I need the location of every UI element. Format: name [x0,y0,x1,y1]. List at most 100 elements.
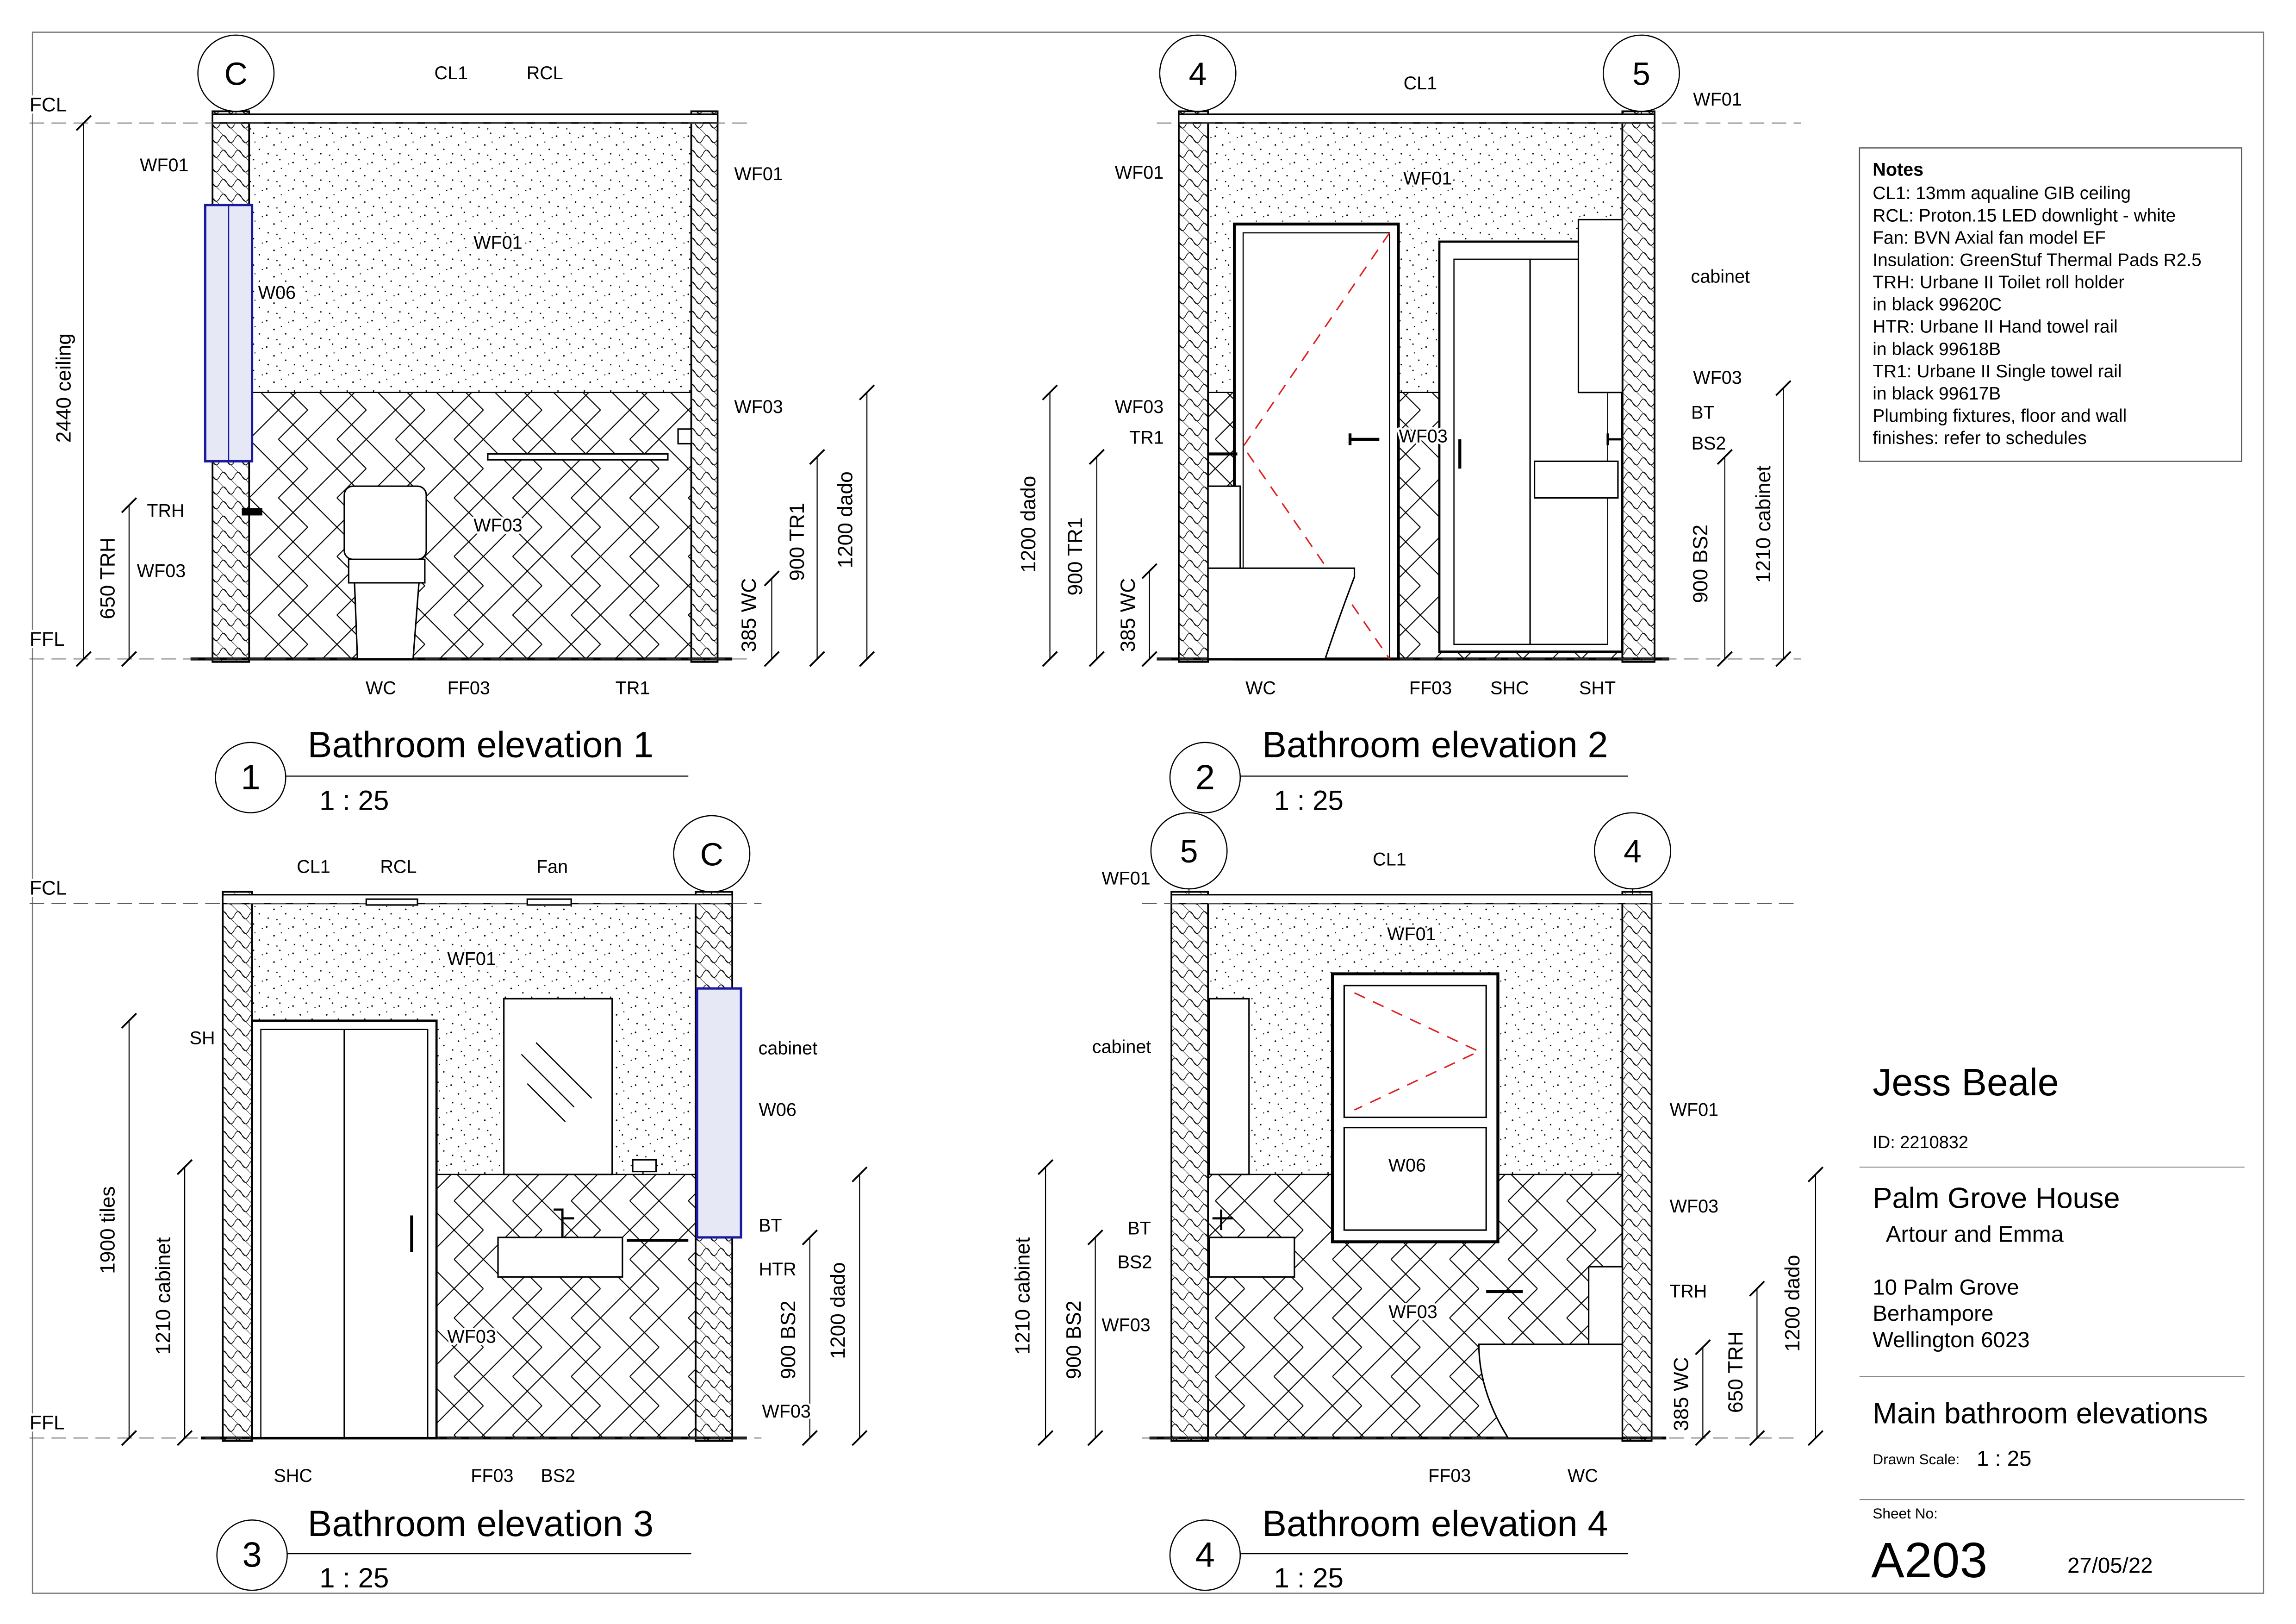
dimension-tick [859,651,875,667]
cabinet [1208,998,1250,1175]
view-number: 3 [243,1536,262,1575]
basin-tap [1212,1209,1233,1230]
annotation-label: WF01 [1387,924,1436,944]
annotation-label: cabinet [1691,266,1750,287]
view-scale: 1 : 25 [319,785,389,816]
drawn-scale: 1 : 25 [1977,1446,2032,1471]
left-wall [1170,891,1209,1442]
annotation-label: Fan [536,856,568,877]
dimension-tick [176,1159,193,1175]
dimension-tick [1141,563,1157,579]
notes-line: TRH: Urbane II Toilet roll holder [1873,273,2124,293]
dimension-tick [1807,1430,1824,1446]
annotation-label: BS2 [541,1466,575,1486]
annotation-label: WF01 [473,233,522,253]
dimension-tick [852,1430,868,1446]
annotation-label: W06 [258,282,296,303]
grid-marker-label: 4 [1624,833,1642,869]
dimension-tick [1717,449,1733,465]
right-wall [1621,891,1653,1442]
grid-marker [1602,34,1680,112]
annotation-label: TRH [147,501,184,521]
view-title: Bathroom elevation 1 [308,724,653,765]
annotation-label: cabinet [1092,1037,1151,1057]
view-number-circle [215,742,286,813]
notes-line: RCL: Proton.15 LED downlight - white [1873,206,2176,225]
toilet-bowl [1478,1343,1623,1439]
notes-line: Insulation: GreenStuf Thermal Pads R2.5 [1873,250,2202,270]
dimension-tick [1695,1339,1711,1355]
dimension-tick [1087,1430,1103,1446]
annotation-label: SHC [274,1466,312,1486]
title-block: Jess Beale ID: 2210832 Palm Grove House … [1859,1062,2245,1588]
dimension-text: 900 TR1 [786,503,809,581]
annotation-label: WF03 [1115,397,1164,417]
cabinet [1577,219,1623,394]
toilet-roll-holder [242,508,262,516]
view-number: 2 [1195,758,1215,797]
dimension-text: 900 BS2 [777,1300,800,1379]
annotation-label: BT [1127,1218,1151,1239]
annotation-label: BS2 [1118,1252,1152,1272]
dimension-tick [1089,651,1105,667]
dimension-tick [1775,380,1792,396]
window-w06 [1331,972,1500,1243]
author-name: Jess Beale [1873,1062,2059,1104]
dimension-text: 1200 dado [1017,476,1040,573]
dimension-tick [1042,384,1058,400]
dimension-tick [121,1430,137,1446]
basin [497,1237,623,1278]
ffl-label: FFL [30,1412,65,1434]
grid-marker-label: 4 [1189,56,1207,92]
annotation-label: SH [190,1028,215,1048]
window-swing [1354,992,1481,1111]
annotation-label: WC [1568,1466,1598,1486]
dimension-tick [121,651,137,667]
annotation-label: WF01 [140,155,188,175]
dimension-tick [809,449,825,465]
toilet-bowl [348,558,426,660]
outlet [632,1159,657,1173]
basin-tap [1606,433,1623,445]
annotation-label: WF01 [734,164,783,184]
fan [526,898,572,906]
dimension-text: 1200 dado [1781,1255,1804,1352]
annotation-label: WF03 [1670,1196,1718,1217]
grid-marker-label: 5 [1180,833,1198,869]
annotation-label: SHC [1490,678,1529,698]
dimension-text: 1210 cabinet [1011,1237,1034,1355]
annotation-label: W06 [759,1099,796,1120]
view-title: Bathroom elevation 2 [1262,724,1608,765]
notes-line: Plumbing fixtures, floor and wall [1873,406,2127,426]
grid-marker [1150,812,1228,890]
dimension-tick [1749,1430,1765,1446]
ceiling-cl1 [212,113,719,124]
annotation-label: WF03 [762,1401,810,1422]
grid-marker-label: C [700,836,723,872]
basin [1208,1237,1295,1278]
tile-finish-wf03 [249,392,692,660]
left-wall [1178,110,1209,663]
annotation-label: FF03 [1409,678,1452,698]
dimension-text: 650 TRH [96,537,119,619]
notes-line: in black 99617B [1873,384,2001,404]
grid-marker-label: C [224,56,248,92]
dimension-text: 1900 tiles [96,1186,119,1274]
notes-line: in black 99620C [1873,295,2002,315]
grid-marker [1159,34,1237,112]
annotation-label: WF01 [1101,868,1150,889]
mirror-cabinet [503,998,613,1175]
outlet [677,428,692,445]
dimension-tick [1807,1166,1824,1183]
fcl-label: FCL [30,94,67,116]
door-handle [1348,433,1380,445]
client-names: Artour and Emma [1886,1222,2064,1247]
window-w06 [696,987,742,1239]
notes-line: HTR: Urbane II Hand towel rail [1873,317,2118,337]
annotation-label: cabinet [759,1038,817,1059]
annotation-label: WF01 [1670,1099,1718,1120]
address-line-2: Berhampore [1873,1301,1993,1326]
